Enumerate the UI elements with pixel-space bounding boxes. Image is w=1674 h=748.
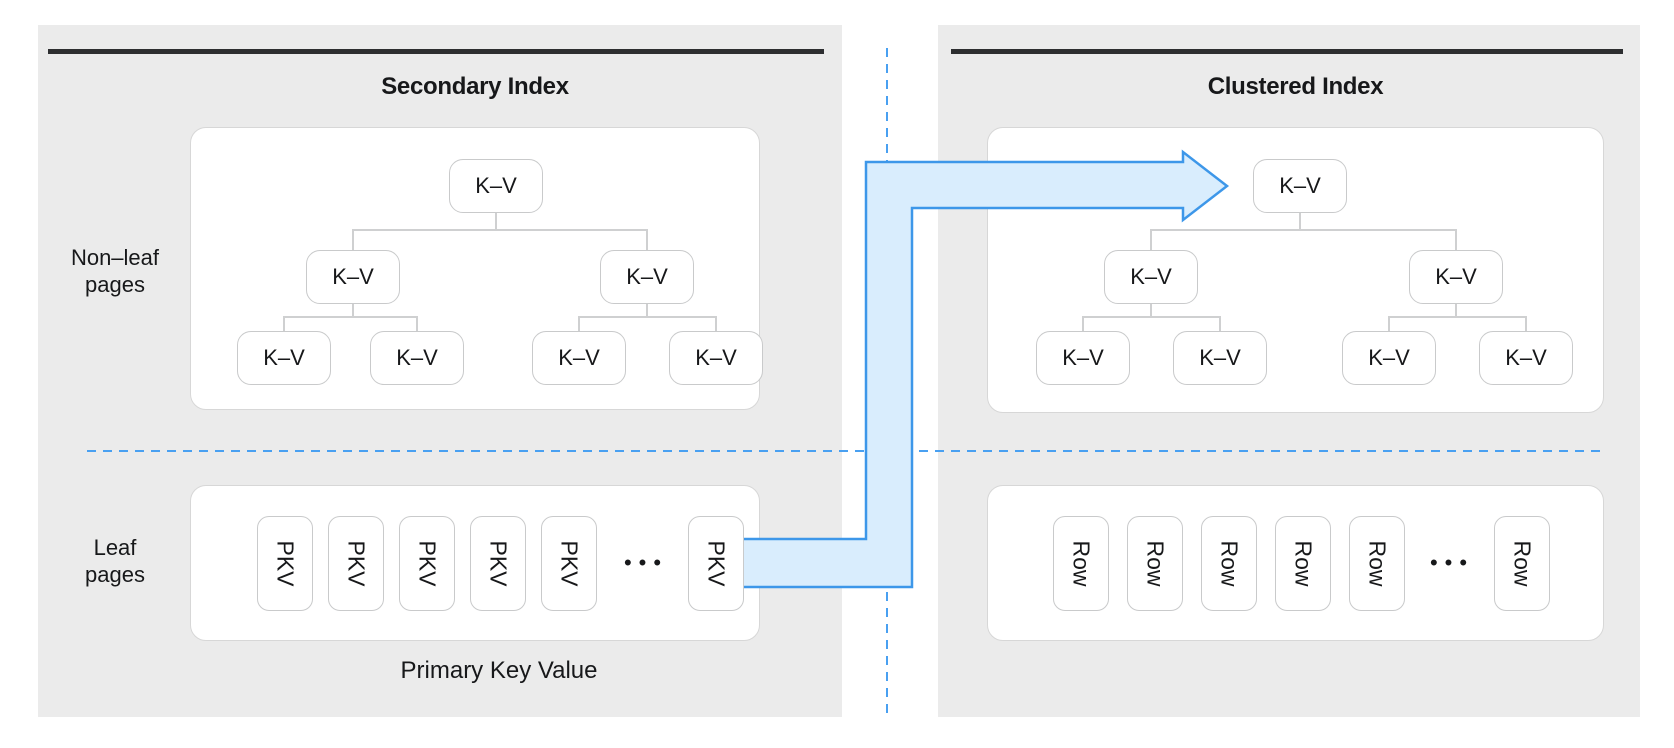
row-box: Row <box>1127 516 1183 611</box>
tree-connector <box>283 316 285 331</box>
pkv-box-label: PKV <box>343 540 370 587</box>
kv-node-root-secondary: K–V <box>449 159 543 213</box>
row-box-label: Row <box>1509 540 1536 587</box>
tree-connector <box>1082 316 1084 331</box>
pkv-box-label: PKV <box>414 540 441 587</box>
horizontal-dashed-divider <box>87 450 1602 452</box>
tree-connector <box>1525 316 1527 331</box>
tree-connector <box>1083 316 1220 318</box>
tree-connector <box>416 316 418 331</box>
kv-node: K–V <box>600 250 694 304</box>
kv-node: K–V <box>1036 331 1130 385</box>
tree-connector <box>1455 304 1457 316</box>
kv-node: K–V <box>1342 331 1436 385</box>
secondary-index-title: Secondary Index <box>381 73 569 100</box>
tree-connector <box>646 229 648 250</box>
kv-node: K–V <box>669 331 763 385</box>
tree-connector <box>715 316 717 331</box>
tree-connector <box>646 304 648 316</box>
leaf-pages-label-line2: pages <box>85 562 145 587</box>
row-box-label: Row <box>1364 540 1391 587</box>
leaf-pages-label: Leaf pages <box>30 534 200 588</box>
tree-connector <box>1389 316 1526 318</box>
kv-node: K–V <box>1173 331 1267 385</box>
pkv-box: PKV <box>399 516 455 611</box>
tree-connector <box>1388 316 1390 331</box>
row-box: Row <box>1201 516 1257 611</box>
tree-connector <box>1151 229 1456 231</box>
tree-connector <box>578 316 580 331</box>
tree-connector <box>352 229 354 250</box>
kv-node: K–V <box>1409 250 1503 304</box>
kv-node: K–V <box>370 331 464 385</box>
kv-node: K–V <box>1104 250 1198 304</box>
tree-connector <box>1455 229 1457 250</box>
pkv-box-label: PKV <box>556 540 583 587</box>
leaf-pages-label-line1: Leaf <box>93 535 137 560</box>
tree-connector <box>1299 213 1301 229</box>
tree-connector <box>579 316 716 318</box>
pkv-box: PKV <box>470 516 526 611</box>
pkv-box-label: PKV <box>485 540 512 587</box>
non-leaf-pages-label: Non–leaf pages <box>30 244 200 298</box>
kv-node-root-clustered: K–V <box>1253 159 1347 213</box>
row-box: Row <box>1275 516 1331 611</box>
pkv-box: PKV <box>541 516 597 611</box>
pkv-box-label: PKV <box>272 540 299 587</box>
pkv-box-last: PKV <box>688 516 744 611</box>
clustered-index-title: Clustered Index <box>1207 73 1384 100</box>
pkv-box: PKV <box>328 516 384 611</box>
row-box-label: Row <box>1068 540 1095 587</box>
tree-connector <box>1219 316 1221 331</box>
kv-node: K–V <box>532 331 626 385</box>
non-leaf-pages-label-line2: pages <box>85 272 145 297</box>
clustered-title-bar <box>951 49 1623 54</box>
tree-connector <box>284 316 417 318</box>
secondary-title-bar <box>48 49 824 54</box>
row-box-label: Row <box>1290 540 1317 587</box>
tree-connector <box>352 304 354 316</box>
pkv-box: PKV <box>257 516 313 611</box>
row-box-label: Row <box>1216 540 1243 587</box>
kv-node: K–V <box>1479 331 1573 385</box>
pkv-box-label: PKV <box>703 540 730 587</box>
row-box-last: Row <box>1494 516 1550 611</box>
tree-connector <box>495 213 497 229</box>
ellipsis-dots: ••• <box>623 550 669 575</box>
tree-connector <box>1150 229 1152 250</box>
kv-node: K–V <box>237 331 331 385</box>
row-box: Row <box>1053 516 1109 611</box>
ellipsis-dots: ••• <box>1429 550 1475 575</box>
row-box: Row <box>1349 516 1405 611</box>
kv-node: K–V <box>306 250 400 304</box>
tree-connector <box>1150 304 1152 316</box>
non-leaf-pages-label-line1: Non–leaf <box>70 245 160 270</box>
tree-connector <box>353 229 647 231</box>
row-box-label: Row <box>1142 540 1169 587</box>
vertical-dashed-divider <box>886 48 888 718</box>
primary-key-value-caption: Primary Key Value <box>400 657 598 684</box>
